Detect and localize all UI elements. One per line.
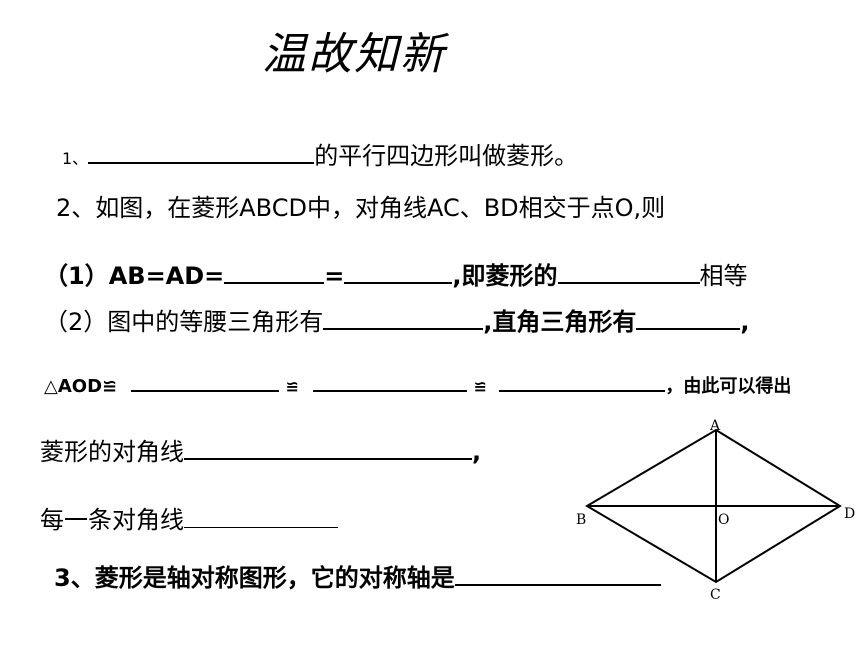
vertex-label-d: D <box>844 506 855 522</box>
question-3-text: 3、菱形是轴对称图形，它的对称轴是 <box>54 564 455 592</box>
part-1-tail: 相等 <box>699 262 748 290</box>
part-2-text: ,直角三角形有 <box>483 308 637 336</box>
part-1-text: ,即菱形的 <box>452 262 558 290</box>
center-label-o: O <box>718 512 729 528</box>
part-5-blank[interactable] <box>184 526 338 528</box>
part-3-label: △AOD≌ <box>44 376 118 397</box>
part-2-label: （2）图中的等腰三角形有 <box>44 308 324 336</box>
part-3-tail: ，由此可以得出 <box>665 376 792 397</box>
question-1: 1、 的平行四边形叫做菱形。 <box>62 136 578 171</box>
vertex-label-c: C <box>710 587 721 602</box>
part-4-label: 菱形的对角线 <box>40 438 184 466</box>
vertex-label-a: A <box>709 418 721 434</box>
part-2-blank-1[interactable] <box>323 327 484 330</box>
question-1-blank[interactable] <box>88 161 315 164</box>
page-title: 温故知新 <box>262 29 446 80</box>
question-2-part-3: △AOD≌ ≌ ≌ ，由此可以得出 <box>44 372 791 398</box>
vertex-label-b: B <box>576 512 586 528</box>
part-3-congruent-2: ≌ <box>473 377 488 396</box>
part-1-blank-3[interactable] <box>557 281 700 284</box>
part-1-blank-1[interactable] <box>224 281 325 284</box>
question-2-part-1: （1）AB=AD= = ,即菱形的 相等 <box>44 256 748 291</box>
part-5-label: 每一条对角线 <box>40 506 184 534</box>
question-1-number: 1、 <box>62 149 89 168</box>
question-2-intro: 2、如图，在菱形ABCD中，对角线AC、BD相交于点O,则 <box>56 194 666 222</box>
part-1-label: （1）AB=AD= <box>44 262 225 290</box>
rhombus-diagram: A B C D O <box>576 418 855 602</box>
part-4-blank[interactable] <box>184 457 472 460</box>
part-2-blank-2[interactable] <box>636 327 741 330</box>
part-3-congruent-1: ≌ <box>285 377 300 396</box>
part-1-equals: = <box>324 262 345 290</box>
part-3-blank-2[interactable] <box>313 389 468 392</box>
question-3-blank[interactable] <box>454 583 661 586</box>
question-1-text: 的平行四边形叫做菱形。 <box>314 142 579 170</box>
question-2-part-2: （2）图中的等腰三角形有 ,直角三角形有, <box>44 302 750 337</box>
part-1-blank-2[interactable] <box>344 281 453 284</box>
question-2-part-5: 每一条对角线 <box>40 500 338 535</box>
part-3-blank-1[interactable] <box>131 389 280 392</box>
question-2-part-4: 菱形的对角线, <box>40 432 481 467</box>
part-4-tail: , <box>472 438 482 466</box>
part-2-tail: , <box>740 308 750 336</box>
question-3: 3、菱形是轴对称图形，它的对称轴是 <box>54 558 661 593</box>
part-3-blank-3[interactable] <box>499 389 666 392</box>
